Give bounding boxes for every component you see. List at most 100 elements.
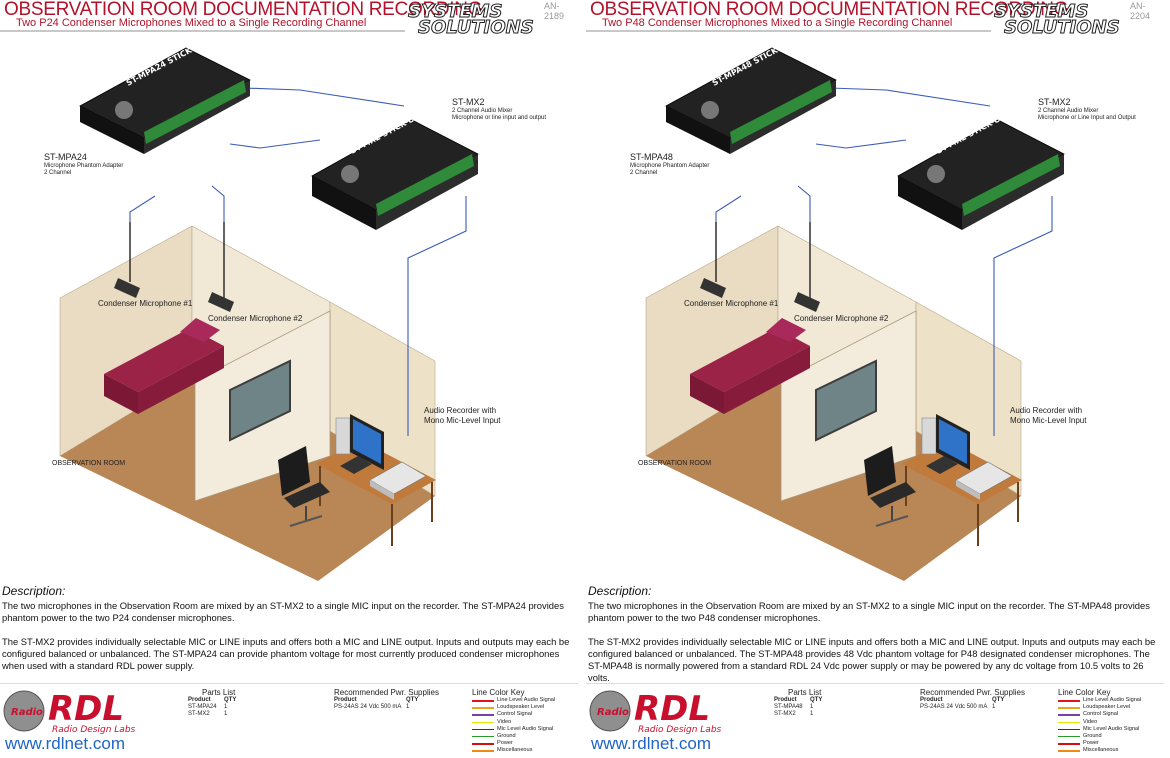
line-color-label: Video bbox=[1083, 718, 1098, 725]
mic2-label: Condenser Microphone #2 bbox=[794, 314, 889, 323]
supply-product: PS-24AS 24 Vdc 500 mA bbox=[920, 704, 988, 710]
bed-side bbox=[724, 346, 810, 414]
rdl-badge-text: Radio bbox=[11, 707, 43, 718]
line-color-swatch bbox=[472, 750, 494, 752]
supply-qty: 1 bbox=[406, 704, 410, 710]
line-color-swatch bbox=[472, 728, 494, 731]
line-color-swatch bbox=[472, 735, 494, 738]
supply-qty: 1 bbox=[992, 704, 996, 710]
desk-top bbox=[316, 440, 436, 504]
rdl-logo-text: RDL bbox=[48, 689, 124, 729]
line-color-label: Video bbox=[497, 718, 512, 725]
line-color-label: Loudspeaker Level bbox=[1083, 704, 1131, 711]
observation-window bbox=[229, 359, 291, 442]
application-note-sheet-right: OBSERVATION ROOM DOCUMENTATION RECORDING… bbox=[586, 0, 1164, 758]
supplies-col-qty: QTY bbox=[406, 697, 419, 703]
supplies-col-product: Product bbox=[920, 697, 943, 703]
office-chair-back bbox=[864, 446, 896, 496]
keyboard bbox=[340, 456, 372, 474]
mic2-signal-line bbox=[797, 185, 811, 222]
condenser-microphone-2-icon bbox=[794, 292, 820, 312]
rdl-badge-icon bbox=[589, 690, 631, 732]
supplies-heading: Recommended Pwr. Supplies bbox=[334, 688, 439, 697]
brand-line1: SYSTEMS bbox=[408, 1, 502, 22]
bed-top bbox=[690, 328, 810, 392]
description-heading: Description: bbox=[588, 584, 652, 598]
office-chair-back bbox=[278, 446, 310, 496]
line-color-label: Power bbox=[1083, 740, 1099, 747]
line-color-label: Mic Level Audio Signal bbox=[1083, 725, 1140, 732]
rdl-logo: Radio RDL Radio Design Labs bbox=[3, 689, 136, 735]
website-link[interactable]: www.rdlnet.com bbox=[5, 734, 125, 753]
line-color-swatch bbox=[1058, 700, 1080, 702]
line-color-swatch bbox=[1058, 750, 1080, 752]
adapter-desc-label: Microphone Phantom Adapter bbox=[630, 163, 710, 169]
parts-col-product: Product bbox=[188, 697, 211, 703]
page-title: OBSERVATION ROOM DOCUMENTATION RECORDING bbox=[4, 0, 483, 20]
mixer-to-recorder-line bbox=[407, 196, 467, 436]
condenser-microphone-1-icon bbox=[700, 278, 726, 298]
mixer-desc-label: Microphone or line input and output bbox=[452, 115, 547, 121]
adapter-to-mixer-line bbox=[229, 139, 321, 149]
description-paragraph: The ST-MX2 provides individually selecta… bbox=[2, 636, 570, 671]
mic2-signal-line bbox=[211, 185, 225, 222]
line-color-label: Loudspeaker Level bbox=[497, 704, 545, 711]
supplies-col-qty: QTY bbox=[992, 697, 1005, 703]
systems-solutions-logo: SYSTEMS SOLUTIONS bbox=[994, 1, 1121, 37]
footer-divider bbox=[0, 683, 578, 684]
line-color-key-item: Control Signal bbox=[472, 711, 572, 718]
part-product: ST-MPA24 bbox=[188, 704, 217, 710]
st-mx2-terminal-strip bbox=[376, 154, 474, 216]
line-color-label: Mic Level Audio Signal bbox=[497, 725, 554, 732]
st-mpa-badge-icon bbox=[115, 101, 133, 119]
page-title: OBSERVATION ROOM DOCUMENTATION RECORDING bbox=[590, 0, 1069, 20]
description-paragraph: The two microphones in the Observation R… bbox=[588, 600, 1150, 623]
st-mpa-module-front bbox=[80, 106, 144, 154]
office-chair-base bbox=[289, 515, 323, 527]
supplies-row: PS-24AS 24 Vdc 500 mA 1 bbox=[920, 704, 1050, 711]
mixer-name-label: ST-MX2 bbox=[452, 97, 485, 107]
line-color-key-item: Line Level Audio Signal bbox=[1058, 697, 1158, 704]
line-color-key-item: Miscellaneous bbox=[472, 747, 572, 754]
office-chair-seat bbox=[870, 482, 916, 508]
mic1-signal-line bbox=[129, 195, 156, 222]
recorder-label: Audio Recorder with bbox=[1010, 406, 1083, 415]
footer-divider bbox=[586, 683, 1164, 684]
system-diagram: ST-MPA48 STICK-ON ST-MX2 STICK-ON bbox=[645, 38, 1065, 581]
website-link[interactable]: www.rdlnet.com bbox=[591, 734, 711, 753]
description-paragraph: The two microphones in the Observation R… bbox=[2, 600, 564, 623]
parts-col-product: Product bbox=[774, 697, 797, 703]
line-color-key-item: Loudspeaker Level bbox=[1058, 704, 1158, 711]
line-color-key-item: Mic Level Audio Signal bbox=[472, 726, 572, 733]
line-color-label: Power bbox=[497, 740, 513, 747]
systems-solutions-logo: SYSTEMS SOLUTIONS bbox=[408, 1, 535, 37]
room-label: OBSERVATION ROOM bbox=[638, 460, 712, 467]
page-subtitle: Two P48 Condenser Microphones Mixed to a… bbox=[602, 17, 953, 29]
part-qty: 1 bbox=[224, 704, 228, 710]
monitor-screen bbox=[353, 419, 381, 464]
description-heading: Description: bbox=[2, 584, 66, 598]
keyboard bbox=[926, 456, 958, 474]
supplies-header-row: Product QTY bbox=[920, 697, 1050, 704]
line-color-swatch bbox=[1058, 735, 1080, 738]
adapter-name-label: ST-MPA48 bbox=[630, 152, 673, 162]
recorder-label: Audio Recorder with bbox=[424, 406, 497, 415]
line-color-key-item: Video bbox=[472, 719, 572, 726]
line-color-swatch bbox=[1058, 743, 1080, 745]
rdl-badge-icon bbox=[3, 690, 45, 732]
mixer-desc-label: 2 Channel Audio Mixer bbox=[452, 108, 513, 114]
st-mx2-module-front bbox=[898, 176, 962, 230]
part-product: ST-MX2 bbox=[774, 711, 796, 717]
line-color-swatch bbox=[472, 700, 494, 702]
line-color-swatch bbox=[472, 721, 494, 724]
description-paragraph: The ST-MX2 provides individually selecta… bbox=[588, 636, 1156, 683]
line-color-swatch bbox=[472, 707, 494, 709]
line-color-key-item: Miscellaneous bbox=[1058, 747, 1158, 754]
rdl-logo-sub: Radio Design Labs bbox=[638, 725, 722, 735]
office-chair-base bbox=[875, 515, 909, 527]
audio-recorder-front bbox=[956, 480, 980, 500]
